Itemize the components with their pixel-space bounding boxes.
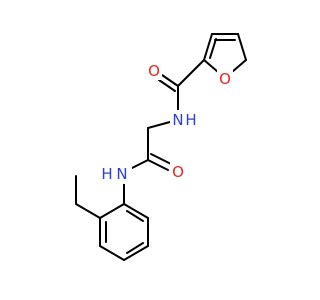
bond-furan-o-c2 <box>203 59 219 73</box>
structure-canvas: O O N H O H <box>75 33 247 261</box>
atom-o-carbonyl-mid: O <box>170 162 186 181</box>
atom-o-carbonyl-top: O <box>146 62 162 80</box>
bond-benzene-c3-c4 <box>99 245 125 261</box>
bond-mid-carbonyl-o-a <box>147 159 169 171</box>
bond-furan-to-carbonyl <box>177 59 205 87</box>
bond-furan-c2-c3-inner <box>209 38 217 59</box>
atom-n-amide-top-label: N <box>172 111 183 129</box>
atom-n-amide-bottom: H N <box>100 164 132 184</box>
atom-h-amide-top-label: H <box>185 111 196 129</box>
bond-benzene-c6-c1 <box>123 203 149 219</box>
bond-benzene-inner-b <box>126 242 144 254</box>
atom-n-amide-bottom-label: N <box>116 165 127 183</box>
atom-o-carbonyl-mid-label: O <box>172 163 184 181</box>
atom-layer: O O N H O H <box>100 62 233 184</box>
atom-o-carbonyl-top-label: O <box>148 62 160 80</box>
bond-furan-c4-c5 <box>237 33 247 61</box>
atom-o-furan: O <box>217 70 233 88</box>
atom-h-amide-bottom-label: H <box>101 165 112 183</box>
bond-n-top-to-ch2 <box>147 121 171 129</box>
bond-top-carbonyl-o-a <box>161 74 179 87</box>
bond-top-carbonyl-o-b <box>158 79 176 92</box>
bond-layer <box>75 33 247 261</box>
bond-furan-c2-c3 <box>203 33 213 61</box>
molecule-diagram: O O N H O H <box>75 33 247 261</box>
bond-benzene-c4-c5 <box>123 245 149 261</box>
bond-benzene-c1-c2 <box>99 203 125 219</box>
bond-ethyl-ch2 <box>75 203 101 219</box>
bond-furan-c5-o <box>231 59 247 73</box>
atom-n-amide-top: N H <box>170 110 198 130</box>
bond-benzene-inner-c <box>126 210 144 222</box>
bond-mid-carbonyl-o-b <box>150 153 172 165</box>
atom-o-furan-label: O <box>219 70 231 88</box>
